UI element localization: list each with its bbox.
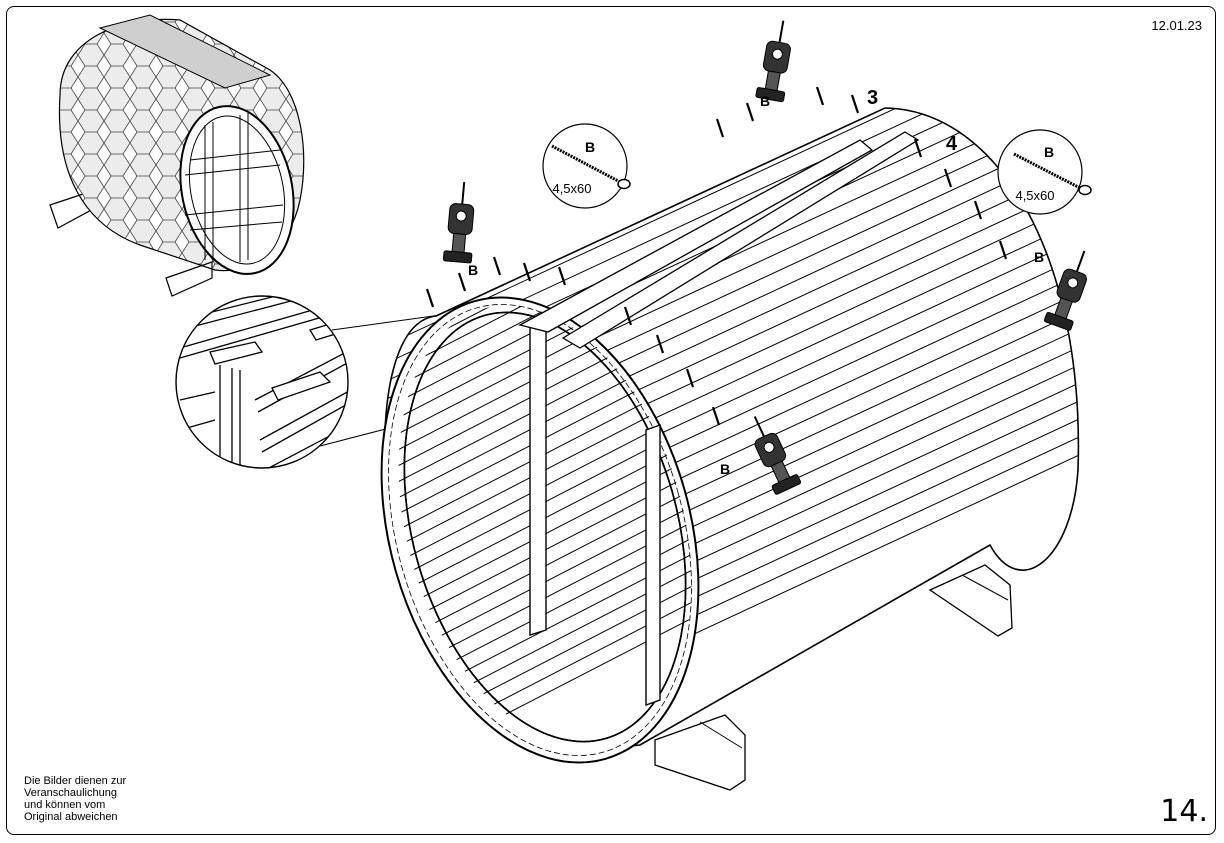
screw-size: 4,5x60 <box>552 181 591 196</box>
step-number-3: 3 <box>867 87 878 109</box>
drill-label: B <box>1034 249 1044 265</box>
disclaimer-line: Veranschaulichung <box>24 787 117 799</box>
screw-size: 4,5x60 <box>1015 188 1054 203</box>
drill-icon <box>755 20 791 103</box>
drill-icon <box>442 182 475 264</box>
drill-label: B <box>468 262 478 278</box>
screw-letter: B <box>585 139 595 155</box>
page-frame <box>6 6 1216 835</box>
screw-callout-left: B 4,5x60 <box>542 123 631 209</box>
disclaimer-note: Die Bilder dienen zur Veranschaulichung … <box>24 775 126 823</box>
main-barrel <box>380 86 1080 791</box>
drill-label: B <box>720 461 730 477</box>
drill-label: B <box>760 93 770 109</box>
screw-letter: B <box>1044 144 1054 160</box>
disclaimer-line: und können vom <box>24 799 106 811</box>
disclaimer-line: Die Bilder dienen zur <box>24 775 127 787</box>
disclaimer-line: Original abweichen <box>24 811 118 823</box>
screw-callout-right: B 4,5x60 <box>997 129 1092 215</box>
step-number-4: 4 <box>946 133 958 155</box>
finished-sauna-thumbnail <box>49 14 305 297</box>
revision-date: 12.01.23 <box>1151 18 1202 33</box>
drill-icon <box>1043 250 1087 331</box>
page-number: 14. <box>1160 794 1208 829</box>
screw-icon <box>1013 152 1092 196</box>
drill-icon <box>753 416 802 495</box>
screw-icon <box>551 144 631 190</box>
